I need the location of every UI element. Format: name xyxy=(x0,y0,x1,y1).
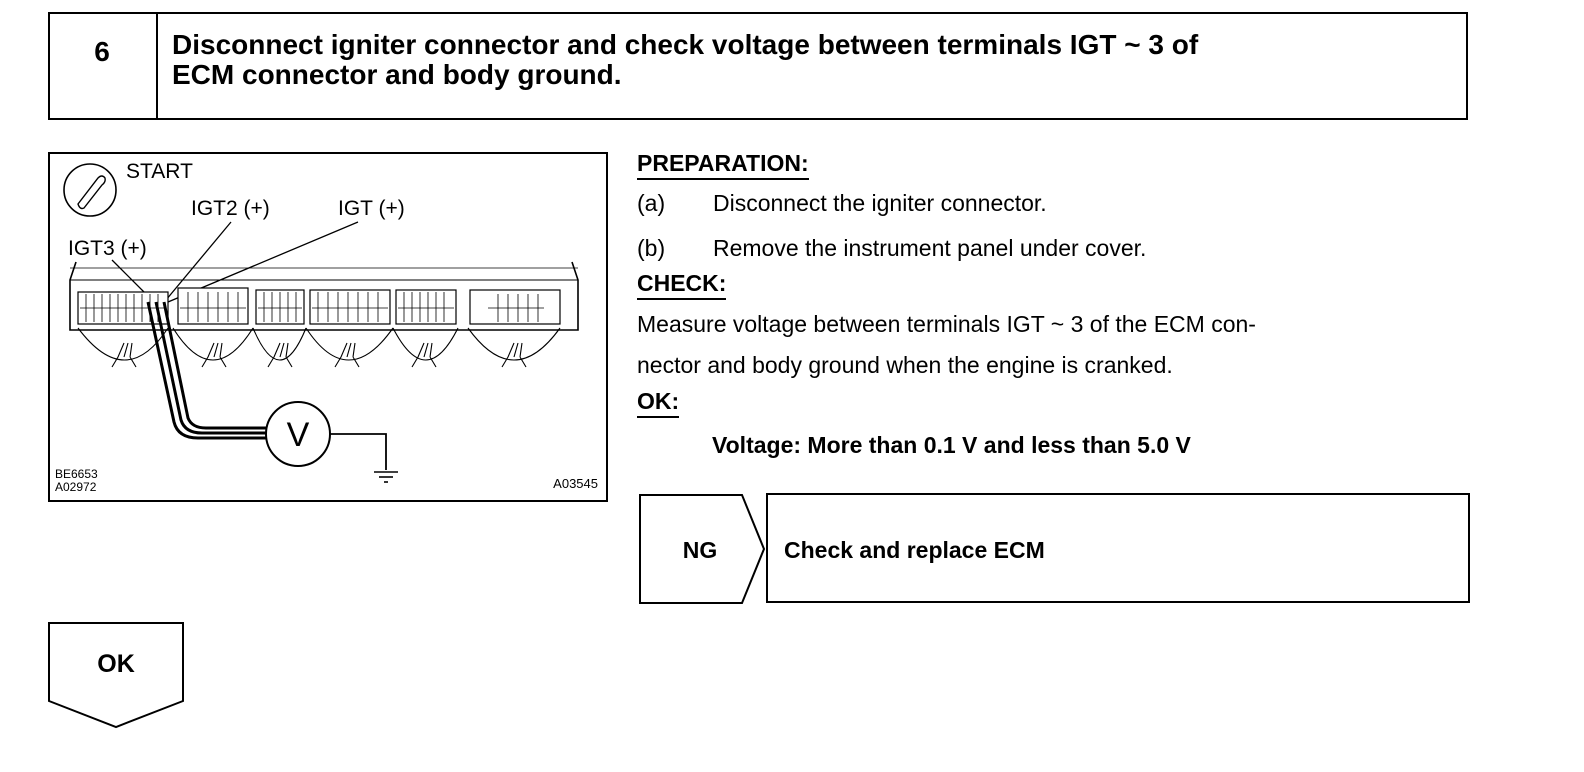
ecm-unit xyxy=(69,261,579,368)
igt-label: IGT (+) xyxy=(338,197,405,220)
ground-lead xyxy=(330,433,387,470)
ng-arrow-box xyxy=(639,494,766,604)
start-label: START xyxy=(126,160,193,183)
voltmeter-symbol: V xyxy=(287,416,310,454)
ng-action-box xyxy=(766,493,1470,603)
step-number: 6 xyxy=(48,12,158,120)
preparation-step-b: (b) Remove the instrument panel under cov… xyxy=(637,235,1146,261)
igt2-leader xyxy=(165,221,232,301)
step-b-text: Remove the instrument panel under cover. xyxy=(713,235,1147,261)
preparation-heading: PREPARATION: xyxy=(637,150,809,180)
step-a-text: Disconnect the igniter connector. xyxy=(713,190,1047,216)
check-text-line-2: nector and body ground when the engine i… xyxy=(637,352,1173,378)
step-title-line-1: Disconnect igniter connector and check v… xyxy=(172,29,1199,60)
step-title-line-2: ECM connector and body ground. xyxy=(172,59,622,90)
figure-code-2: A02972 xyxy=(55,480,97,494)
step-title: Disconnect igniter connector and check v… xyxy=(172,30,1452,90)
check-text-line-1: Measure voltage between terminals IGT ~ … xyxy=(637,311,1256,337)
ground-icon xyxy=(374,471,398,483)
probe-leads xyxy=(146,301,266,440)
ignition-key-icon xyxy=(63,163,117,217)
ecm-connector-diagram: START IGT2 (+) IGT (+) IGT3 (+) xyxy=(48,152,608,502)
ok-heading: OK: xyxy=(637,388,680,418)
ok-spec-value: Voltage: More than 0.1 V and less than 5… xyxy=(712,432,1191,458)
ng-action-text: Check and replace ECM xyxy=(784,537,1045,563)
figure-code-right: A03545 xyxy=(553,476,598,491)
check-heading: CHECK: xyxy=(637,270,727,300)
voltmeter-icon: V xyxy=(265,401,331,467)
igt2-label: IGT2 (+) xyxy=(191,197,270,220)
step-a-tag: (a) xyxy=(637,190,666,216)
igt3-label: IGT3 (+) xyxy=(68,237,147,260)
ok-arrow-box xyxy=(48,622,184,729)
step-b-tag: (b) xyxy=(637,235,666,261)
ok-label: OK xyxy=(97,650,135,678)
preparation-step-a: (a) Disconnect the igniter connector. xyxy=(637,190,1047,216)
step-header-box xyxy=(48,12,1468,120)
ng-label: NG xyxy=(682,537,718,563)
figure-code-1: BE6653 xyxy=(55,467,98,481)
